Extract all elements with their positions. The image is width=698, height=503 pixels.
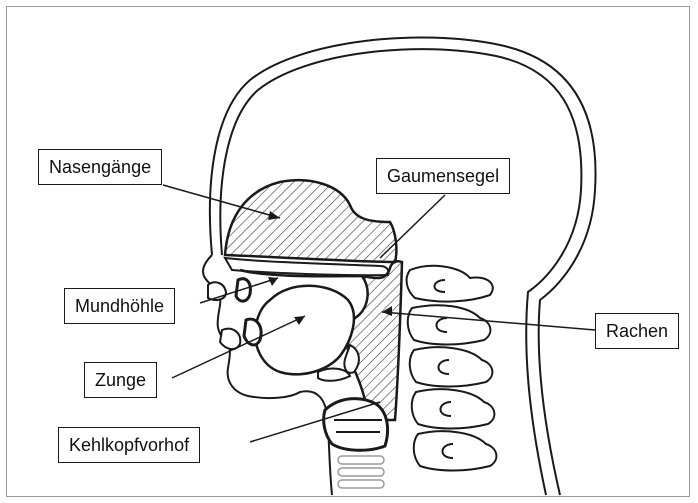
tongue xyxy=(255,286,354,375)
trachea xyxy=(338,456,384,488)
hyoid xyxy=(318,369,350,381)
epiglottis xyxy=(344,345,359,373)
label-nasengaenge: Nasengänge xyxy=(38,149,162,185)
label-kehlkopfvorhof: Kehlkopfvorhof xyxy=(58,427,200,463)
label-mundhoehle: Mundhöhle xyxy=(64,288,175,324)
nasal-cavity xyxy=(225,180,396,262)
lower-lip xyxy=(220,329,240,349)
larynx-vestibule xyxy=(324,399,388,451)
label-gaumensegel: Gaumensegel xyxy=(376,158,510,194)
label-rachen: Rachen xyxy=(595,313,679,349)
cervical-vertebrae xyxy=(407,266,497,471)
label-zunge: Zunge xyxy=(84,362,157,398)
